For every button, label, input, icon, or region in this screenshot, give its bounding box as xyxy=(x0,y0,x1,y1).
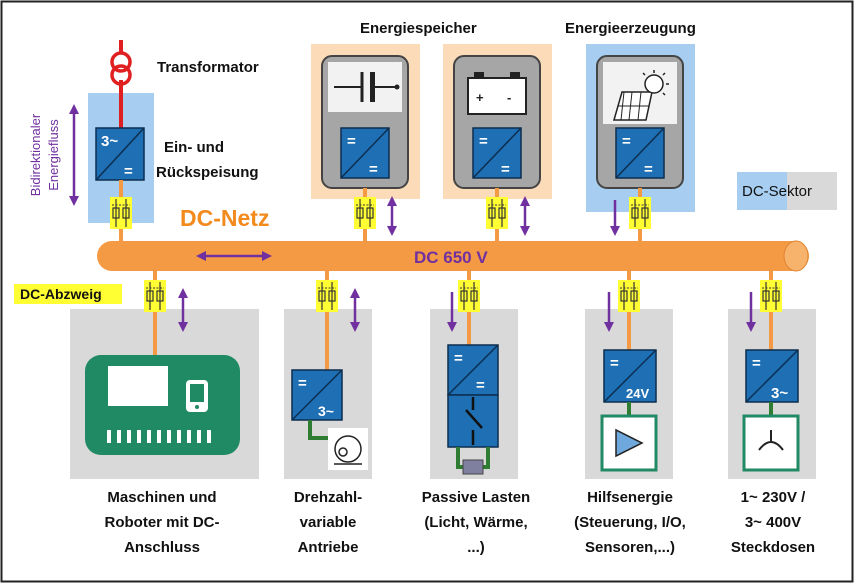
svg-text:=: = xyxy=(454,350,463,367)
storage-title: Energiespeicher xyxy=(360,20,477,37)
load-caption-2-line2: variable xyxy=(300,514,357,531)
fuse-icon xyxy=(143,279,167,313)
motor-icon xyxy=(328,428,368,470)
transformer-icon xyxy=(110,51,132,86)
grid-feeder: 3~ = Transformator Ein- und Rückspeisung… xyxy=(28,40,259,245)
legend-dc-sektor: DC-Sektor xyxy=(737,172,837,210)
legend-sektor-text: Sektor xyxy=(769,183,812,200)
svg-text:-: - xyxy=(507,90,511,105)
svg-text:=: = xyxy=(622,133,631,150)
fuse-icon xyxy=(617,279,641,313)
fuse-icon xyxy=(315,279,339,313)
svg-text:3~: 3~ xyxy=(318,403,334,419)
bidir-label-line1: Bidirektionaler xyxy=(28,113,43,196)
svg-text:3~: 3~ xyxy=(771,385,788,402)
dc-branch-label: DC-Abzweig xyxy=(20,286,102,302)
converter-icon: = = xyxy=(615,127,665,179)
fuse-icon xyxy=(109,196,133,230)
svg-text:=: = xyxy=(479,133,488,150)
svg-text:=: = xyxy=(610,355,619,372)
feed-label-line2: Rückspeisung xyxy=(156,164,259,181)
load-caption-4-line2: (Steuerung, I/O, xyxy=(574,514,686,531)
load-caption-3-line3: ...) xyxy=(467,539,485,556)
load-caption-1-line3: Anschluss xyxy=(124,539,200,556)
load-sockets: = 3~ xyxy=(728,271,816,479)
dc-bus: DC 650 V xyxy=(97,240,809,272)
svg-text:=: = xyxy=(298,375,307,392)
svg-text:=: = xyxy=(501,161,510,178)
amplifier-icon xyxy=(600,414,658,472)
svg-text:DC-Sektor: DC-Sektor xyxy=(742,183,812,200)
svg-text:=: = xyxy=(476,377,485,394)
battery-icon: + - xyxy=(467,72,527,115)
converter-dc-label: = xyxy=(124,163,133,180)
dc-voltage-label: DC 650 V xyxy=(414,248,488,267)
load-machine xyxy=(70,271,259,479)
load-caption-2-line3: Antriebe xyxy=(298,539,359,556)
machine-controller-icon xyxy=(85,355,240,455)
generation-pv: = = xyxy=(586,44,695,245)
dc-branch-tag xyxy=(14,284,122,304)
svg-text:=: = xyxy=(644,161,653,178)
svg-text:=: = xyxy=(369,161,378,178)
converter-icon: = 3~ xyxy=(291,369,343,421)
legend-dc-text: DC- xyxy=(742,183,769,200)
load-caption-3-line2: (Licht, Wärme, xyxy=(424,514,527,531)
fuse-icon xyxy=(759,279,783,313)
converter-icon: 3~ = xyxy=(95,127,145,181)
load-drives: = 3~ xyxy=(284,271,372,479)
converter-icon: = = xyxy=(340,127,390,179)
load-caption-4-line3: Sensoren,...) xyxy=(585,539,675,556)
svg-text:=: = xyxy=(752,355,761,372)
socket-icon xyxy=(742,414,800,472)
load-captions: Maschinen und Roboter mit DC- Anschluss … xyxy=(105,489,816,556)
load-auxiliary: = 24V xyxy=(585,271,673,479)
converter-icon: = 24V xyxy=(603,349,657,403)
capacitor-icon xyxy=(334,72,400,102)
load-caption-5-line2: 3~ 400V xyxy=(745,514,801,531)
converter-icon: = = xyxy=(472,127,522,179)
svg-text:+: + xyxy=(476,90,484,105)
transformer-label: Transformator xyxy=(157,59,259,76)
generation-title: Energieerzeugung xyxy=(565,20,696,37)
storage-capacitor: = = xyxy=(311,44,420,245)
svg-text:=: = xyxy=(347,133,356,150)
fuse-icon xyxy=(628,196,652,230)
solar-panel-icon xyxy=(613,70,669,121)
converter-ac-label: 3~ xyxy=(101,133,118,150)
storage-battery: + - = = xyxy=(443,44,552,245)
load-caption-5-line1: 1~ 230V / xyxy=(741,489,806,506)
converter-icon: = 3~ xyxy=(745,349,799,403)
feed-label-line1: Ein- und xyxy=(164,139,224,156)
load-passive: = = xyxy=(430,271,518,479)
fuse-icon xyxy=(353,196,377,230)
load-caption-5-line3: Steckdosen xyxy=(731,539,815,556)
switch-icon xyxy=(447,394,499,448)
load-caption-1-line2: Roboter mit DC- xyxy=(105,514,220,531)
dc-grid-title: DC-Netz xyxy=(180,205,269,231)
resistor-icon xyxy=(462,459,484,475)
load-caption-2-line1: Drehzahl- xyxy=(294,489,362,506)
svg-text:24V: 24V xyxy=(626,386,649,401)
fuse-icon xyxy=(457,279,481,313)
load-caption-4-line1: Hilfsenergie xyxy=(587,489,673,506)
converter-icon: = = xyxy=(447,344,499,396)
load-caption-3-line1: Passive Lasten xyxy=(422,489,530,506)
bidir-label-line2: Energiefluss xyxy=(46,119,61,191)
fuse-icon xyxy=(485,196,509,230)
load-caption-1-line1: Maschinen und xyxy=(107,489,216,506)
